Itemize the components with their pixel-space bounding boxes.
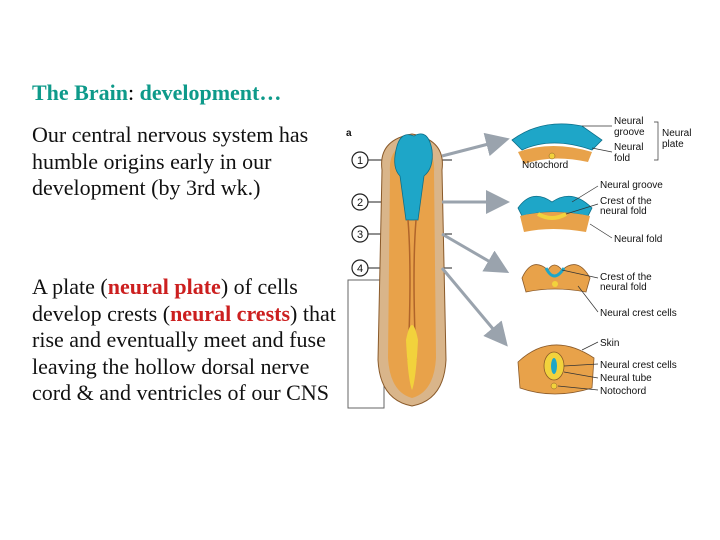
- section-3-notochord: [552, 281, 558, 287]
- cross-section-1: Notochord: [511, 123, 603, 171]
- para2-text-b: ) of cells develop crests (: [32, 274, 298, 326]
- title-colon: :: [127, 80, 135, 105]
- leader-neural-groove-2: [571, 185, 599, 203]
- label-notochord-2: Notochord: [600, 386, 646, 397]
- leader-crest-cells: [577, 285, 599, 313]
- label-neural-fold-2: Neural fold: [614, 234, 662, 245]
- arrows: [440, 132, 510, 347]
- highlight-neural-crests: neural crests: [170, 300, 291, 326]
- arrow-1: [441, 132, 510, 158]
- tail-region: [406, 325, 418, 390]
- label-notochord: Notochord: [522, 160, 568, 171]
- leader-crest-cells-2: [563, 363, 599, 367]
- step-number-3: 3: [357, 229, 363, 241]
- leader-neural-fold-2: [589, 223, 613, 239]
- slide-title: The Brain: development…: [32, 80, 281, 106]
- section-4-lumen: [551, 358, 557, 374]
- section-1-notochord: [548, 152, 556, 160]
- cross-section-4: [517, 344, 595, 395]
- label-neural-crest-cells: Neural crest cells: [600, 308, 677, 319]
- section-1-plate: [511, 123, 603, 151]
- embryo-illustration: [377, 133, 447, 407]
- leader-neural-fold: [591, 147, 613, 153]
- corner-letter: a: [346, 128, 352, 139]
- section-4-notochord: [550, 382, 558, 390]
- arrow-3: [441, 232, 510, 274]
- step-number-1: 1: [357, 155, 363, 167]
- paragraph-intro: Our central nervous system has humble or…: [32, 122, 309, 200]
- cross-section-2: [517, 195, 593, 232]
- neural-development-figure: a 1 2 3 4 Notochord: [342, 110, 720, 410]
- para2-text-c: ) that rise and eventually meet and fuse…: [32, 300, 336, 406]
- label-neural-tube: Neural tube: [600, 373, 652, 384]
- step-markers: 1 2 3 4: [351, 151, 452, 277]
- bracket-neural-plate: [654, 121, 659, 161]
- step-number-2: 2: [357, 197, 363, 209]
- step-number-4: 4: [357, 263, 363, 275]
- label-leaders: [557, 121, 659, 391]
- embryo-tissue: [388, 142, 436, 398]
- leader-skin: [581, 341, 599, 351]
- section-2-crest: [537, 212, 567, 220]
- label-neural-groove-2: Neural groove: [600, 180, 663, 191]
- leader-neural-tube: [563, 371, 599, 379]
- leader-crest-2: [561, 269, 599, 279]
- leader-crest: [565, 203, 599, 215]
- leader-notochord-2: [557, 385, 599, 391]
- para2-text-a: A plate (: [32, 274, 108, 299]
- arrow-4: [440, 267, 508, 347]
- title-part-2: development…: [134, 80, 282, 105]
- label-neural-crest-cells-2: Neural crest cells: [600, 360, 677, 371]
- neural-plate-region: [394, 133, 433, 221]
- paragraph-neural-development: A plate (neural plate) of cells develop …: [32, 274, 342, 407]
- highlight-neural-plate: neural plate: [107, 274, 221, 299]
- section-2-tissue: [520, 212, 590, 232]
- label-skin: Skin: [600, 338, 619, 349]
- title-part-1: The Brain: [32, 80, 128, 105]
